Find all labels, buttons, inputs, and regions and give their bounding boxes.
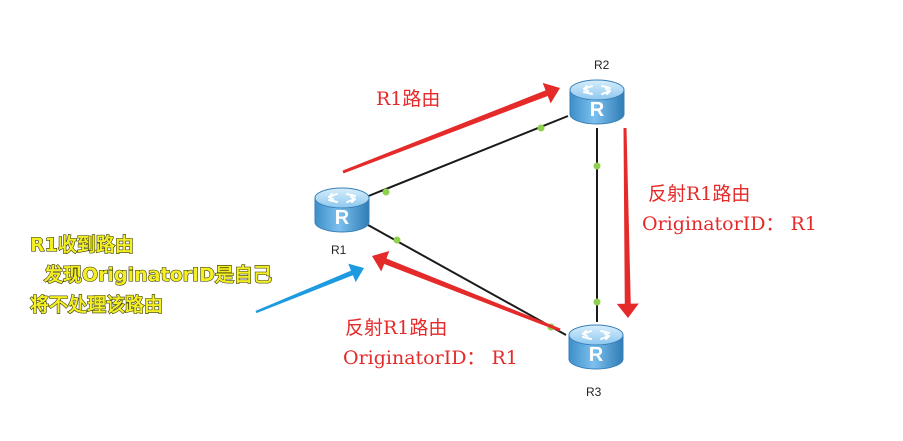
- router-r2[interactable]: R: [569, 79, 625, 125]
- router-r3[interactable]: R: [568, 324, 624, 370]
- port-dot: [393, 236, 401, 244]
- router-icon-letter: R: [590, 99, 605, 121]
- arrow-received-by-r1: [255, 263, 364, 314]
- arrow-r1-to-r2: [342, 82, 560, 174]
- annotation-r2-reflect-line2: OriginatorID： R1: [642, 213, 817, 235]
- port-dot: [382, 188, 390, 196]
- arrow-r2-to-r3: [616, 127, 639, 318]
- annotation-r1-received-line1: R1收到路由: [30, 233, 134, 256]
- link-r1-r3: [367, 224, 567, 336]
- port-dot: [593, 162, 601, 170]
- router-icon-letter: R: [589, 344, 604, 366]
- links-layer: [365, 115, 601, 336]
- annotation-r3-reflect-line2: OriginatorID： R1: [343, 347, 518, 369]
- arrows-layer: [255, 82, 639, 332]
- router-label-r3: R3: [586, 385, 602, 399]
- arrow-r3-to-r1: [372, 251, 561, 332]
- annotation-r2-reflect-line1: 反射R1路由: [648, 183, 750, 205]
- router-label-r1: R1: [331, 243, 347, 257]
- annotation-r1-received-line2: 发现OriginatorID是自己: [43, 263, 272, 286]
- link-r1-r2: [365, 115, 569, 198]
- annotation-r1-route: R1路由: [376, 88, 440, 110]
- router-label-r2: R2: [594, 58, 610, 72]
- router-r1[interactable]: R: [314, 187, 370, 233]
- router-icon-letter: R: [335, 207, 350, 229]
- port-dot: [537, 124, 545, 132]
- annotation-r3-reflect-line1: 反射R1路由: [345, 317, 447, 339]
- port-dot: [593, 298, 601, 306]
- routers-layer: R R R: [314, 79, 625, 370]
- annotation-r1-received-line3: 将不处理该路由: [30, 293, 163, 316]
